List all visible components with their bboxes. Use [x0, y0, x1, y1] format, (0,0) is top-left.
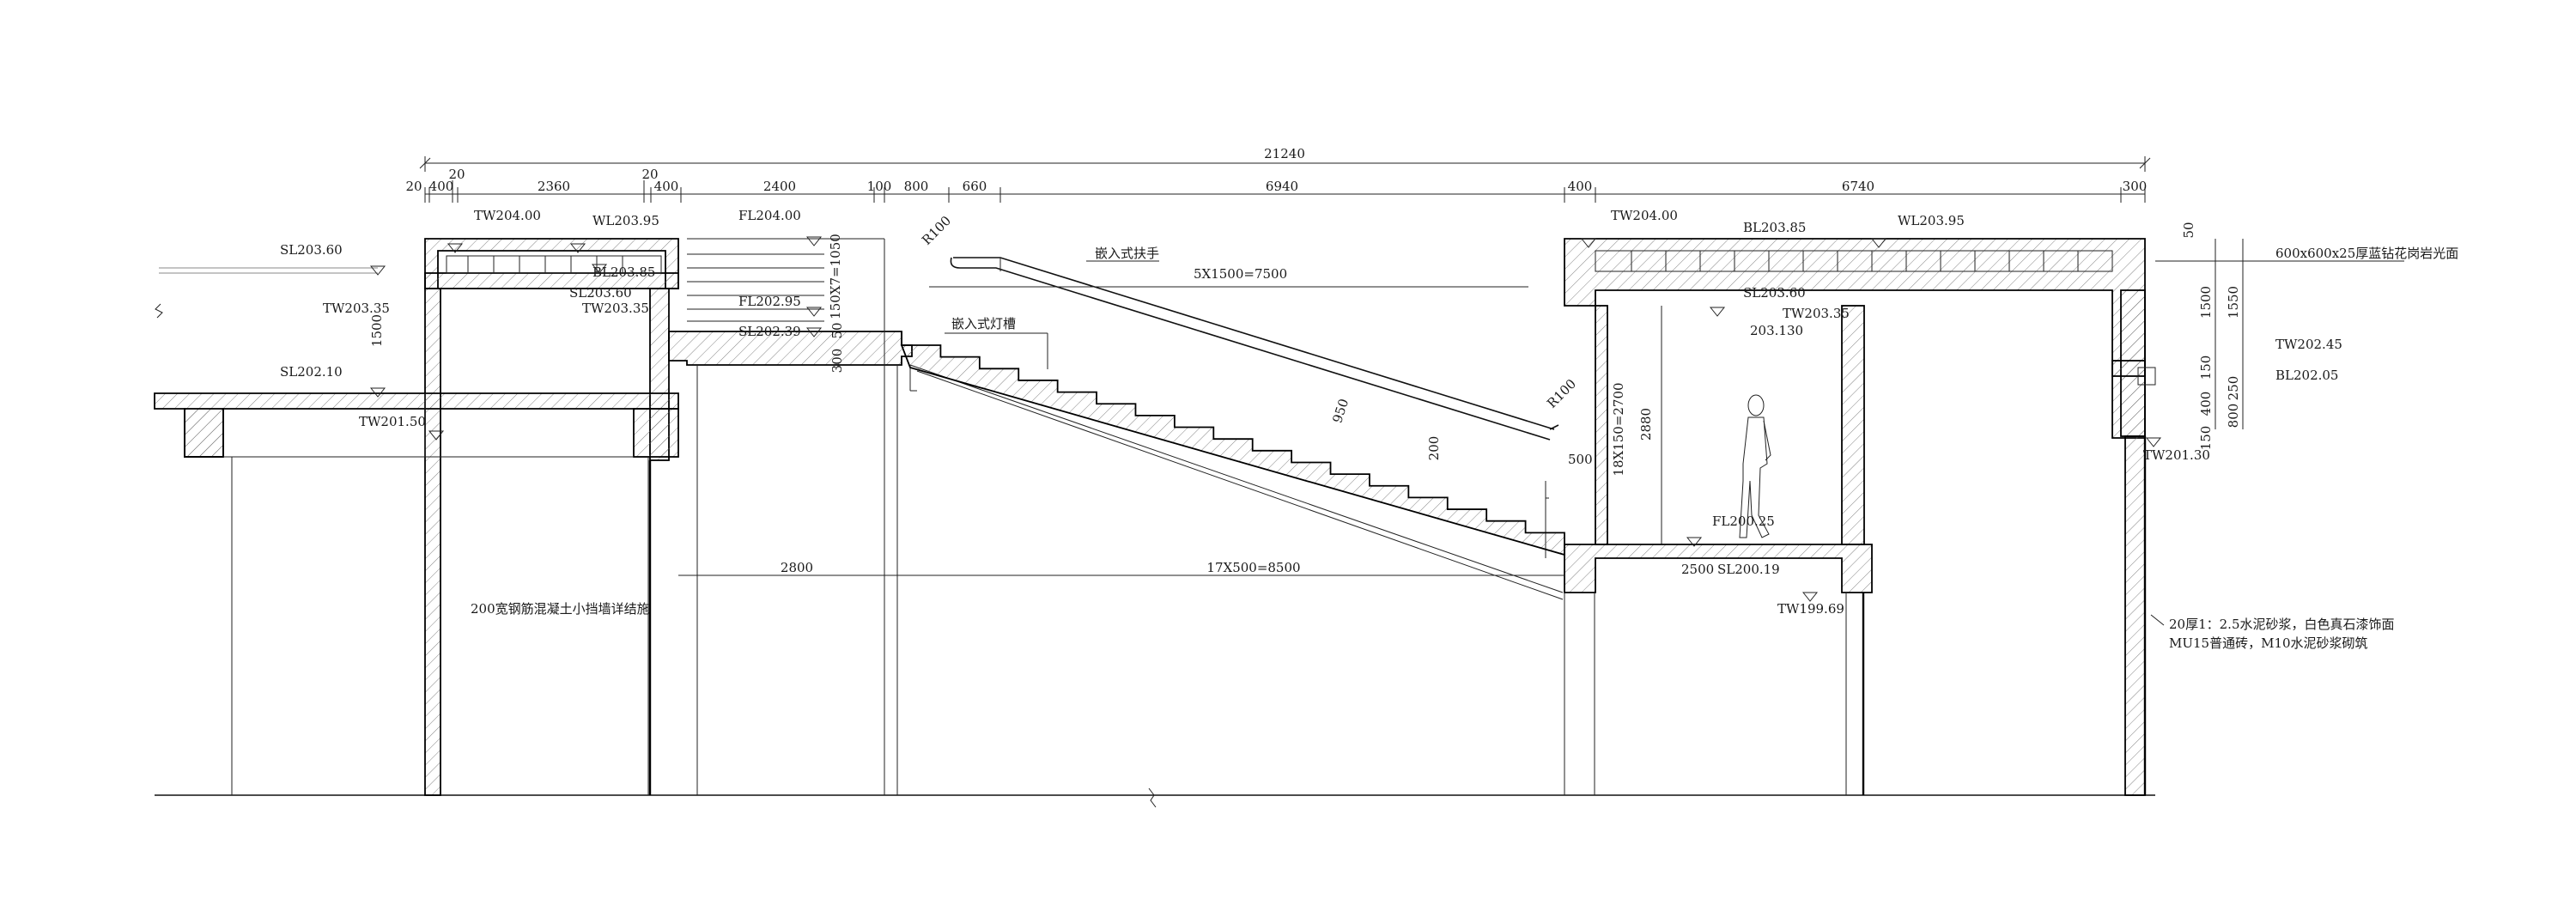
level-wl203-95-left: WL203.95 — [592, 213, 659, 228]
dim-800: 800 — [904, 179, 929, 194]
level-bl202-05: BL202.05 — [2275, 368, 2338, 383]
stair-flight — [901, 331, 1564, 600]
level-markers — [369, 236, 2162, 602]
dim-400b: 400 — [654, 179, 679, 194]
dim-step-rise: 200 — [1426, 436, 1442, 461]
note-retaining-wall: 200宽钢筋混凝土小挡墙详结施 — [471, 601, 650, 617]
dim-100: 100 — [867, 179, 892, 194]
dim-20-top: 20 — [448, 167, 465, 182]
dim-2360: 2360 — [538, 179, 570, 194]
level-tw204-right: TW204.00 — [1611, 208, 1678, 223]
dim-2500: 2500 — [1681, 562, 1714, 577]
dim-300: 300 — [2123, 179, 2148, 194]
dim-20-mid: 20 — [641, 167, 658, 182]
level-tw199-69: TW199.69 — [1777, 601, 1844, 617]
level-fl200-25: FL200.25 — [1712, 514, 1775, 529]
note-brick: MU15普通砖，M10水泥砂浆砌筑 — [2169, 635, 2368, 651]
level-tw203-35-far: TW203.35 — [323, 301, 390, 316]
dim-2400: 2400 — [763, 179, 796, 194]
note-handrail: 嵌入式扶手 — [1095, 246, 1159, 261]
dim-r-150: 150 — [2198, 356, 2214, 380]
level-sl203-60-right: SL203.60 — [1743, 285, 1806, 301]
dim-r-50: 50 — [2181, 222, 2196, 238]
level-tw202-45: TW202.45 — [2275, 337, 2342, 352]
stair-treads — [900, 344, 1565, 556]
level-203-130: 203.130 — [1750, 323, 1803, 338]
level-tw204-left: TW204.00 — [474, 208, 541, 223]
dim-r-250: 250 — [2226, 376, 2241, 401]
level-sl202-10: SL202.10 — [280, 364, 343, 380]
note-radius-top: R100 — [919, 213, 954, 248]
left-structure — [154, 238, 679, 796]
right-labels: 600x600x25厚蓝钻花岗岩光面 TW202.45 BL202.05 TW2… — [2143, 222, 2458, 651]
note-granite: 600x600x25厚蓝钻花岗岩光面 — [2275, 246, 2458, 261]
level-bl203-85-right: BL203.85 — [1743, 220, 1806, 235]
dim-rail-height: 950 — [1329, 397, 1352, 425]
level-sl200-19: SL200.19 — [1717, 562, 1780, 577]
dim-660: 660 — [963, 179, 987, 194]
dim-1500-left: 1500 — [369, 314, 385, 347]
level-sl202-39: SL202.39 — [738, 324, 801, 339]
level-tw201-30: TW201.30 — [2143, 447, 2210, 463]
level-fl204: FL204.00 — [738, 208, 801, 223]
dim-400: 400 — [429, 179, 454, 194]
dim-2800: 2800 — [781, 560, 813, 575]
dim-step-run: 5X1500=7500 — [1194, 266, 1287, 282]
level-wl203-95-right: WL203.95 — [1898, 213, 1965, 228]
note-radius-bottom: R100 — [1544, 376, 1579, 411]
room-labels: TW204.00 BL203.85 WL203.95 SL203.60 TW20… — [1611, 208, 1965, 617]
dim-17x500: 17X500=8500 — [1206, 560, 1300, 575]
dim-r-400: 400 — [2198, 392, 2214, 416]
ground-lines — [155, 267, 2155, 808]
dim-overall: 21240 — [1264, 146, 1305, 161]
level-bl203-85-left: BL203.85 — [592, 264, 655, 280]
dim-room-height: 18X150=2700 — [1611, 382, 1626, 476]
dim-400-right: 400 — [1568, 179, 1593, 194]
dim-6940: 6940 — [1266, 179, 1298, 194]
left-labels: TW204.00 WL203.95 BL203.85 SL203.60 TW20… — [280, 208, 659, 617]
handrail — [950, 257, 1559, 558]
dim-300-left: 300 — [829, 349, 845, 374]
dim-stair-rise: 150X7=1050 — [828, 234, 843, 319]
overall-dimension: 21240 — [419, 146, 2151, 172]
dimension-chain-left: 20 400 2360 400 2400 100 800 660 6940 20… — [405, 167, 2147, 203]
level-tw203-35-right: TW203.35 — [1783, 306, 1850, 321]
lower-room — [1564, 238, 2156, 796]
dim-r-800: 800 — [2226, 404, 2241, 429]
level-tw203-35-left: TW203.35 — [582, 301, 649, 316]
level-fl202-95: FL202.95 — [738, 294, 801, 309]
dim-20: 20 — [405, 179, 422, 194]
dim-r-1550: 1550 — [2226, 286, 2241, 319]
dim-tread: 500 — [1568, 452, 1593, 467]
dim-r-1500: 1500 — [2198, 286, 2214, 319]
dim-r-150b: 150 — [2198, 426, 2214, 451]
dim-50-left: 50 — [829, 322, 845, 338]
level-sl203-60-left: SL203.60 — [569, 285, 632, 301]
level-sl203-60-far: SL203.60 — [280, 242, 343, 258]
dim-6740: 6740 — [1842, 179, 1874, 194]
dim-2880: 2880 — [1638, 408, 1654, 441]
note-light-slot: 嵌入式灯槽 — [951, 316, 1016, 331]
upper-landing — [668, 238, 913, 795]
note-mortar: 20厚1：2.5水泥砂浆，白色真石漆饰面 — [2169, 617, 2395, 632]
person-figure-icon — [1739, 394, 1771, 538]
level-tw201-50: TW201.50 — [359, 414, 426, 429]
